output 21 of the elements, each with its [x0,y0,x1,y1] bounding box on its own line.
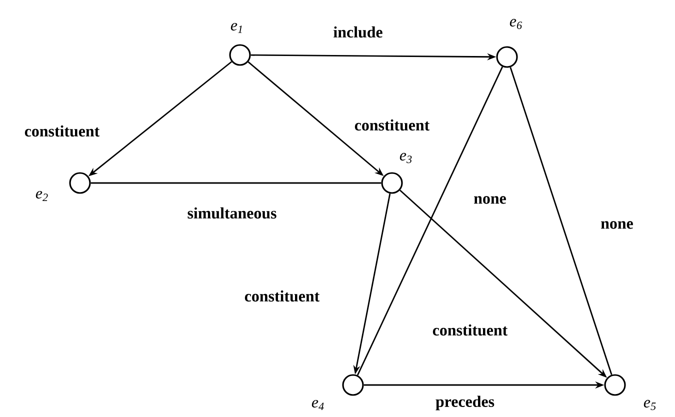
circle-node [69,172,91,194]
edge-label: constituent [23,124,101,138]
edge-label: precedes [434,394,496,412]
edge-label: constituent [353,118,431,132]
node-label: e$_{2}$ [36,190,48,202]
edge-label: constituent [243,289,321,303]
node-label: e$_{5}$ [644,400,656,410]
circle-node [496,46,518,68]
node-label: e$_{1}$ [230,22,242,34]
circle-node [381,172,403,194]
circle-node [604,374,626,396]
node-label: e$_{6}$ [510,18,522,30]
edge-label: include [332,25,384,39]
edge-label: none [600,220,634,230]
node-label: e$_{4}$ [312,400,324,410]
circle-node [342,374,364,396]
edge-label: none [472,195,508,205]
node-label: e$_{3}$ [400,152,412,164]
edge-label: constituent [431,323,509,337]
edge-label: simultaneous [186,206,278,220]
circle-node [229,44,251,66]
